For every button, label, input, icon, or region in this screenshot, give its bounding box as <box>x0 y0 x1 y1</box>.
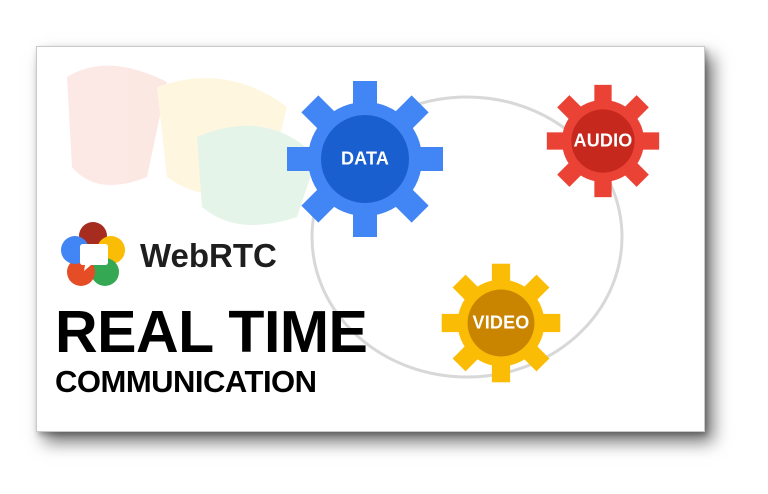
connector-ring <box>310 95 624 379</box>
background-watermark <box>67 65 317 225</box>
webrtc-logo-icon <box>61 222 125 286</box>
data-gear-icon <box>287 81 443 237</box>
audio-gear-icon <box>546 84 660 198</box>
headline-real-time: REAL TIME <box>55 299 368 365</box>
video-gear-label: VIDEO <box>472 312 530 333</box>
banner-card: DATA AUDIO VIDEO WebRTC REAL TIME COMMUN… <box>36 46 705 432</box>
headline-communication: COMMUNICATION <box>55 364 317 399</box>
brand-name: WebRTC <box>140 237 277 274</box>
banner-artwork <box>61 65 660 383</box>
video-gear-icon <box>441 263 561 383</box>
audio-gear-label: AUDIO <box>573 130 633 151</box>
data-gear-label: DATA <box>340 148 390 169</box>
